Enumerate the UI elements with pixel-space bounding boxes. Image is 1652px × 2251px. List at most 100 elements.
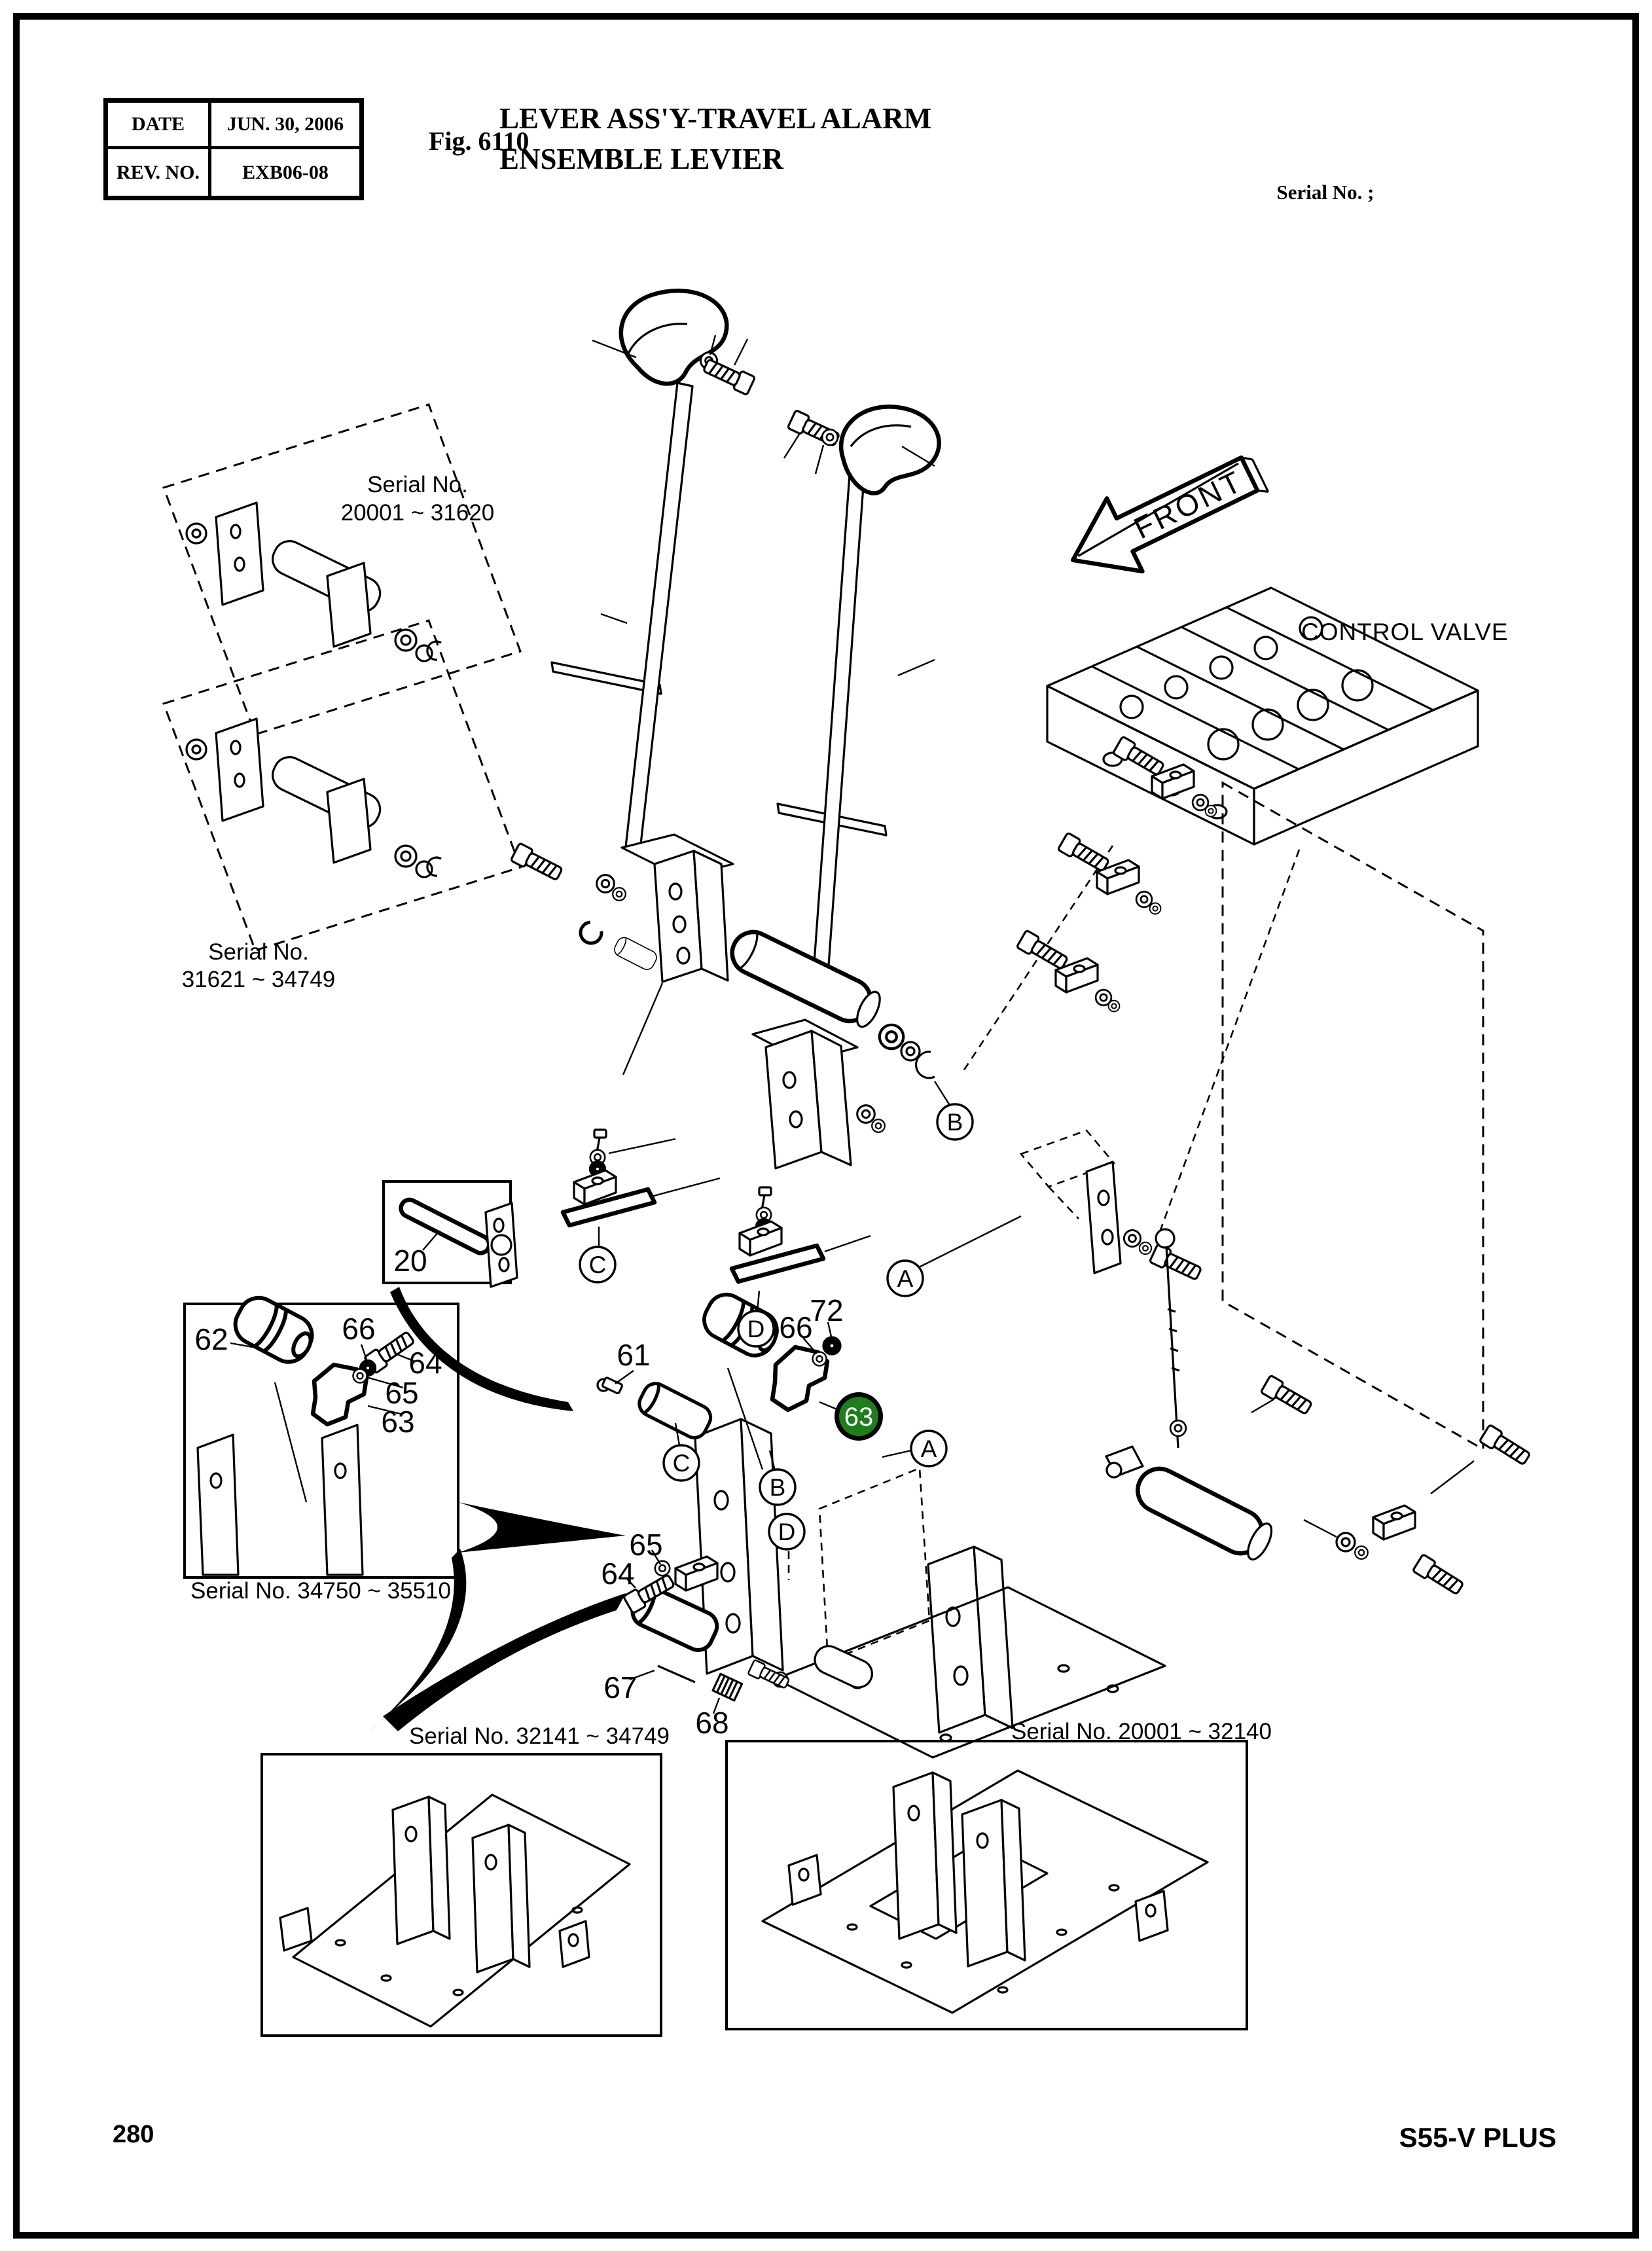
page-title-en: LEVER ASS'Y-TRAVEL ALARM (499, 102, 932, 135)
callout-b-1: B (936, 1103, 974, 1141)
lever2-bracket (751, 1018, 886, 1170)
lever1-bracket (620, 833, 734, 1075)
callout-d-2: D (768, 1513, 806, 1551)
serial-range-3: Serial No. 34750 ~ 35510 (190, 1578, 451, 1604)
control-valve-label: CONTROL VALVE (1301, 619, 1509, 645)
mount-hardware-chain-1 (1056, 831, 1162, 915)
variant-box-serial-20001-31620: Serial No. 20001 ~ 31620 (162, 403, 522, 736)
figure-number: Fig. 6110 (429, 126, 530, 156)
control-valve-region-outline (1221, 781, 1484, 1451)
bushing-icon (611, 934, 660, 973)
pedal-bracket-phantom (1019, 1129, 1204, 1284)
bolt-icon (509, 842, 566, 884)
mount-hardware-chain-2 (1015, 929, 1121, 1013)
elbow-cylinder-assembly (1105, 1445, 1273, 1561)
axle-assembly-1 (185, 501, 442, 662)
serial-range-5: Serial No. 20001 ~ 32140 (1011, 1719, 1272, 1744)
serial-range-2-line1: Serial No. (208, 939, 309, 965)
right-mount-hardware (1251, 1374, 1534, 1598)
lever-assembly-1 (550, 288, 757, 851)
callout-a-1: A (886, 1259, 924, 1297)
leader-dashed-2 (1158, 849, 1301, 1233)
fastener-64-65-main (622, 1549, 677, 1615)
svg-text:B: B (947, 1109, 963, 1136)
alarm-switch-assembly-c (560, 1128, 721, 1228)
page-title: LEVER ASS'Y-TRAVEL ALARM ENSEMBLE LEVIER (499, 98, 931, 179)
page-border (13, 13, 1639, 2239)
knurled-nut-68 (711, 1672, 744, 1702)
part-label-61: 61 (617, 1338, 650, 1372)
travel-alarm-unit (596, 1377, 744, 1702)
axle-assembly-2 (185, 717, 442, 878)
part-label-66-main: 66 (779, 1310, 812, 1344)
lever-assembly-2 (776, 405, 941, 1003)
callout-d-1: D (737, 1310, 775, 1348)
flow-arrow-4 (383, 1593, 626, 1731)
callout-c-2: C (662, 1444, 700, 1482)
inset-part-20: 20 (382, 1180, 518, 1288)
part-label-66-inset: 66 (342, 1312, 375, 1346)
snap-ring-icon (579, 920, 603, 945)
washer-icon (880, 1025, 903, 1049)
washer-icon (612, 887, 626, 901)
model-name: S55-V PLUS (1399, 2122, 1556, 2153)
callout-a-2: A (910, 1430, 948, 1468)
serial-range-2-line2: 31621 ~ 34749 (182, 967, 336, 992)
highlighted-part-63: 63 (835, 1392, 883, 1441)
part-label-72: 72 (810, 1293, 843, 1327)
rev-label: REV. NO. (108, 149, 211, 196)
page-number: 280 (113, 2121, 154, 2148)
washer-icon (856, 1104, 876, 1124)
part-label-65-main: 65 (629, 1528, 662, 1562)
part-label-65-inset: 65 (385, 1376, 418, 1410)
svg-text:A: A (921, 1435, 937, 1462)
svg-text:A: A (897, 1265, 914, 1292)
callout-b-2: B (759, 1468, 797, 1506)
snap-ring-icon (915, 1051, 935, 1079)
lever-grip-upper (698, 1288, 784, 1470)
serial-range-1-line1: Serial No. (367, 472, 468, 497)
inset-plate-20001-32140 (725, 1740, 1248, 2030)
flow-arrow-3 (368, 1549, 467, 1733)
callout-c-1: C (579, 1246, 617, 1284)
revision-table: DATE JUN. 30, 2006 REV. NO. EXB06-08 (103, 98, 364, 200)
inset-serial-34750-35510: 62 66 64 65 63 (183, 1291, 459, 1579)
main-base-weldment (694, 1418, 1166, 1759)
date-value: JUN. 30, 2006 (211, 103, 359, 149)
date-label: DATE (108, 103, 211, 149)
washer-icon (900, 1041, 921, 1062)
svg-text:D: D (747, 1316, 765, 1342)
pivot-shaft-cylinder (730, 929, 935, 1079)
part-label-67: 67 (603, 1670, 637, 1704)
inset-plate-32141-34749 (260, 1753, 662, 2037)
highlight-63-label: 63 (844, 1403, 874, 1432)
clamp-63-main (770, 1322, 842, 1413)
page-title-fr: ENSEMBLE LEVIER (499, 143, 783, 175)
front-arrow: FRONT (1070, 455, 1270, 574)
svg-text:C: C (673, 1450, 691, 1477)
rev-value: EXB06-08 (242, 161, 329, 183)
part-label-20: 20 (393, 1244, 427, 1278)
serial-range-1-line2: 20001 ~ 31620 (341, 500, 495, 526)
mount-hardware-chain-3 (1111, 735, 1217, 818)
flow-arrow-1 (390, 1287, 573, 1411)
flow-arrow-2 (458, 1502, 626, 1553)
svg-text:B: B (770, 1474, 786, 1501)
variant-box-serial-31621-34749: Serial No. 31621 ~ 34749 (162, 619, 522, 992)
link-rod (1155, 1228, 1187, 1449)
svg-text:D: D (778, 1519, 796, 1545)
part-label-64-main: 64 (601, 1557, 634, 1591)
washer-icon (596, 874, 615, 893)
serial-range-4: Serial No. 32141 ~ 34749 (409, 1723, 670, 1749)
part-label-62: 62 (194, 1322, 228, 1356)
part-label-68: 68 (695, 1706, 728, 1740)
svg-text:C: C (589, 1252, 607, 1278)
leader-dashed-1 (960, 845, 1114, 1075)
alarm-switch-assembly-d (729, 1186, 871, 1284)
washer-icon (871, 1119, 886, 1133)
part-label-64-inset: 64 (408, 1346, 442, 1380)
serial-note: Serial No. ; (1276, 181, 1374, 204)
part-label-63-inset: 63 (381, 1405, 414, 1439)
